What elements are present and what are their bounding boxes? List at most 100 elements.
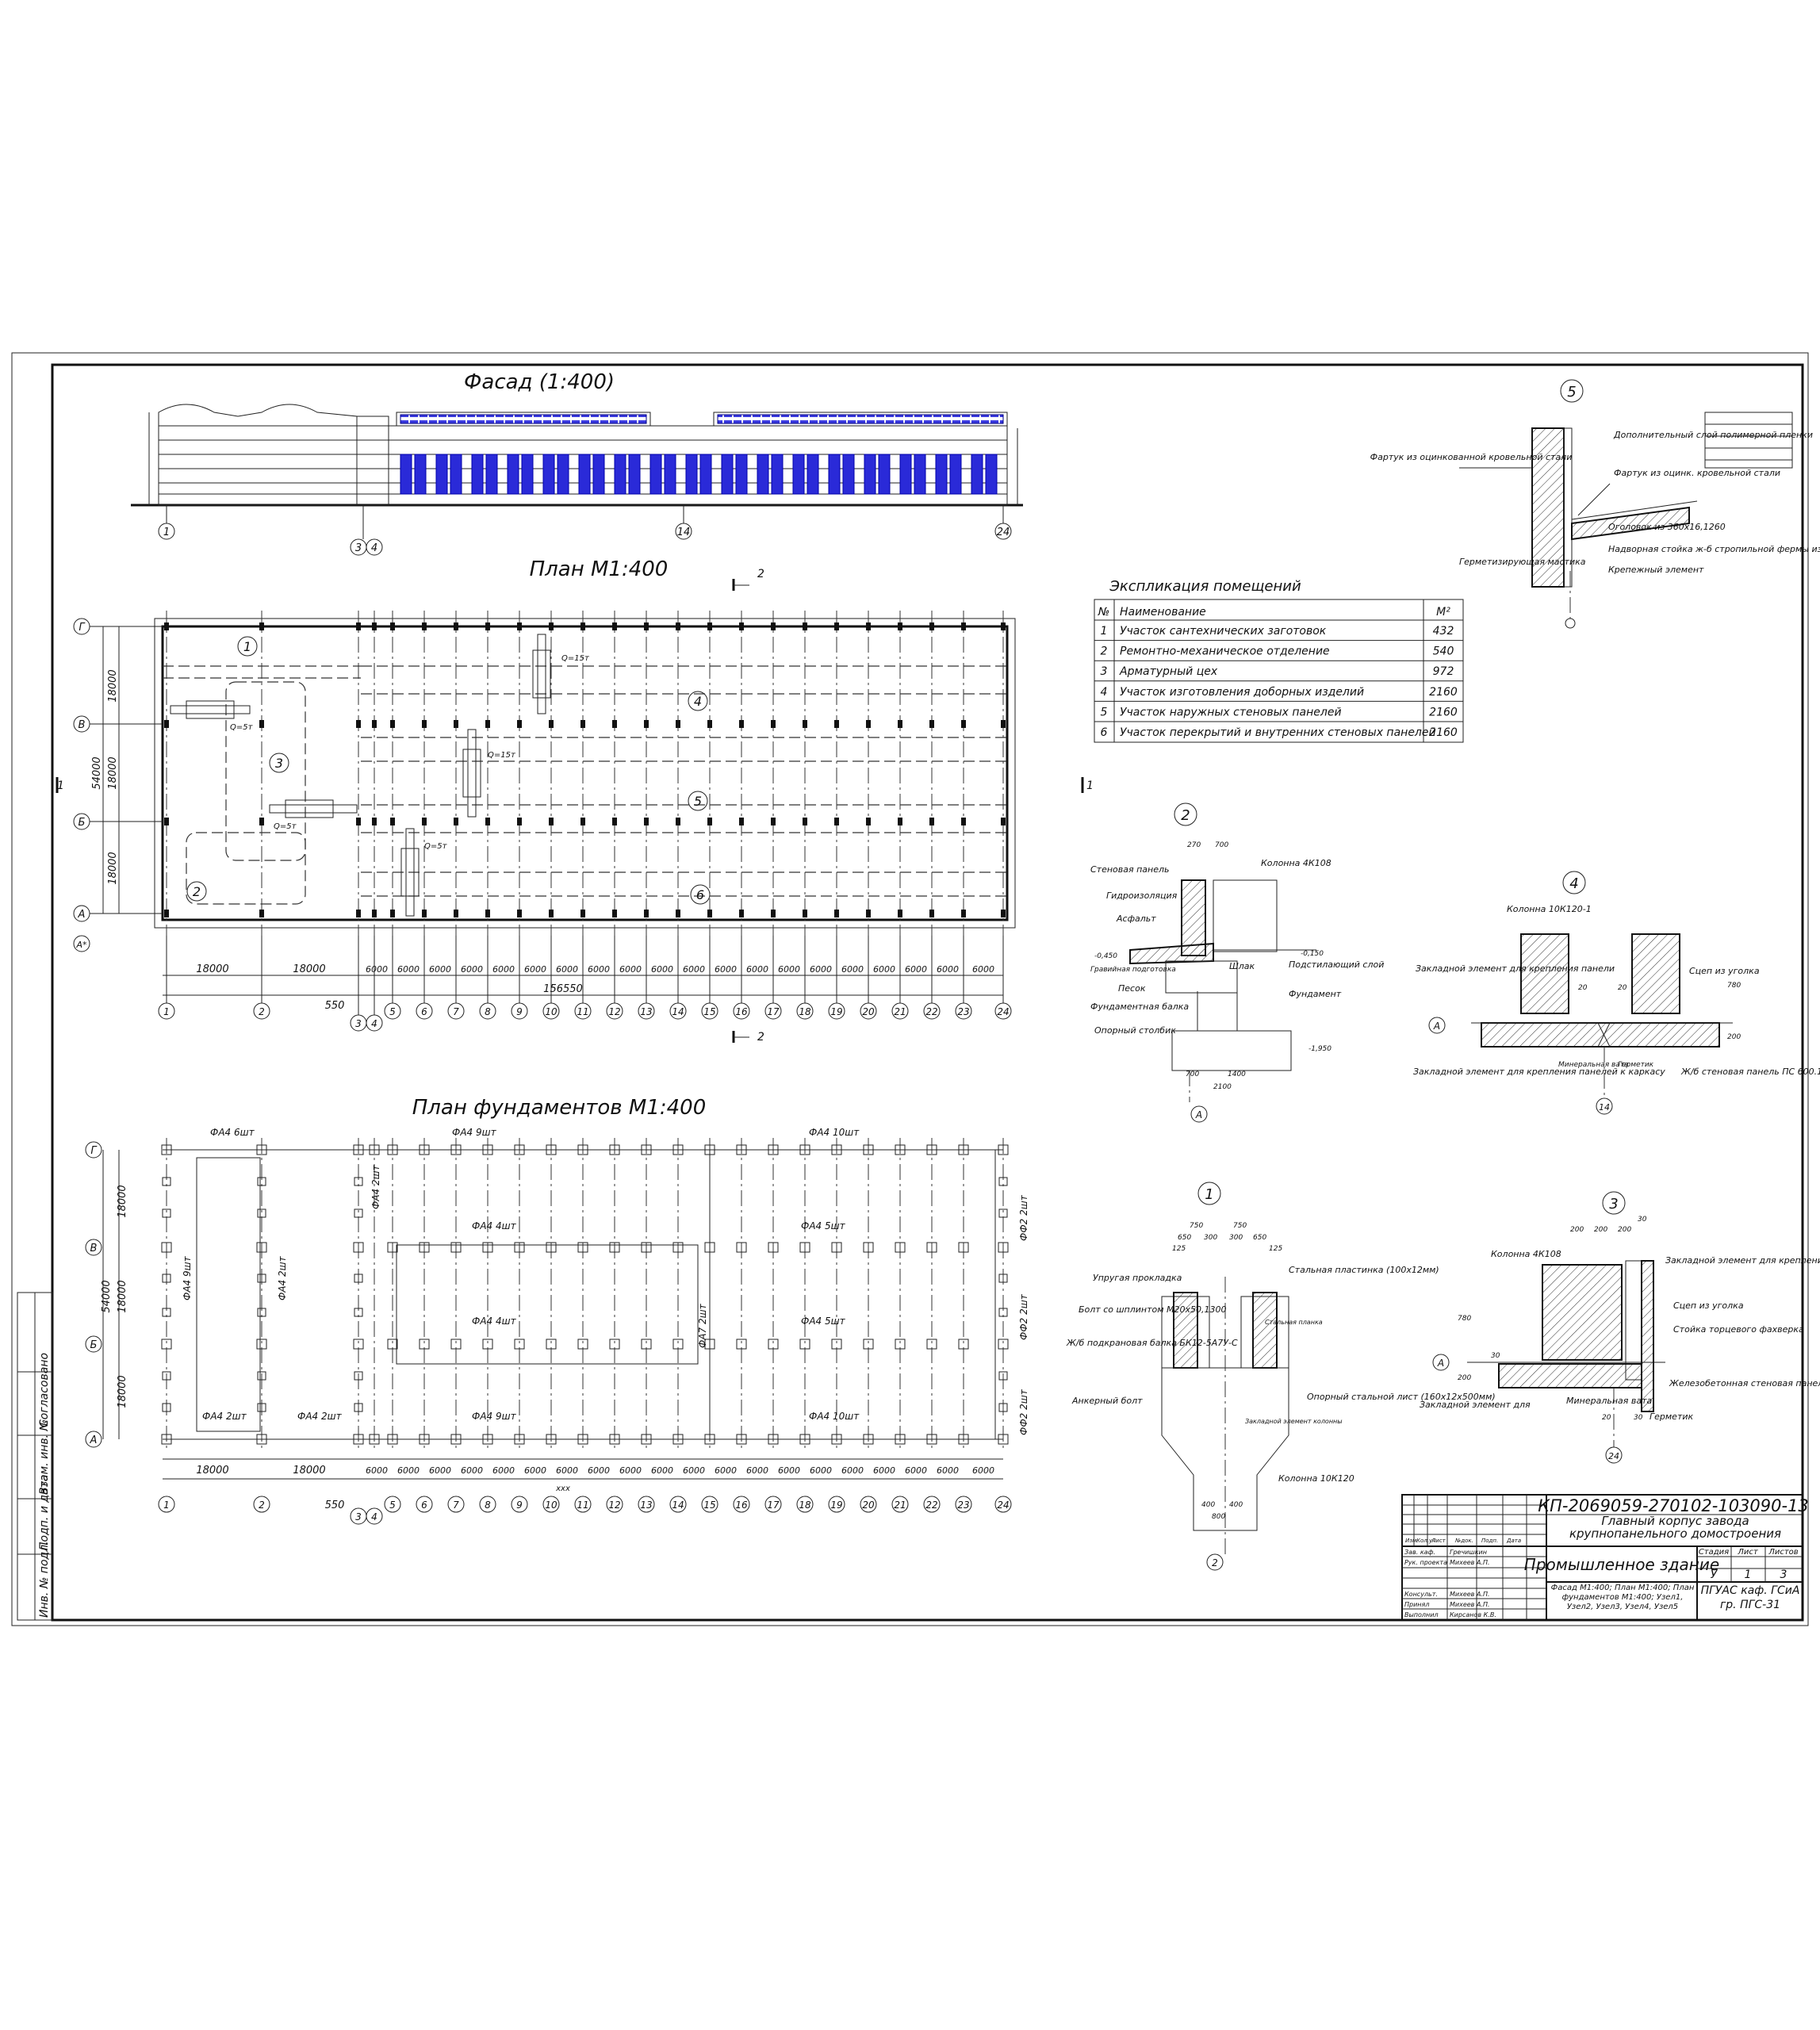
plan-axis-label: 22: [925, 1006, 937, 1017]
fnd-axis-circle: [764, 1496, 782, 1513]
node1-label-8: Стальная планка: [1265, 1319, 1323, 1326]
plan-column: [866, 622, 871, 630]
plan-axis-label: 2: [259, 1006, 265, 1017]
plan-column: [834, 622, 839, 630]
plan-column: [739, 622, 744, 630]
node1-dim-5: 650: [1253, 1234, 1266, 1242]
stamp-sheet: 1: [1745, 1568, 1752, 1581]
plan-dim-6000: 6000: [492, 964, 515, 975]
facade-window: [864, 454, 876, 495]
node1-dim-6: 125: [1172, 1245, 1186, 1253]
stamp-col-0: Изм.: [1405, 1538, 1418, 1544]
fnd-footing: [998, 1403, 1008, 1412]
fnd-dim-6000: 6000: [492, 1465, 515, 1476]
fnd-dim-6000: 6000: [366, 1465, 388, 1476]
plan-column: [356, 818, 361, 825]
plan: План М1:400 2 2 1 1: [56, 557, 1094, 1044]
fnd-vdim-3: 18000: [117, 1375, 128, 1408]
plan-column: [454, 818, 458, 825]
fnd-axis-circle: [606, 1496, 623, 1513]
fnd-footing: [354, 1177, 363, 1186]
node4-axis-a: А: [1433, 1021, 1440, 1032]
node5-label-1: Дополнительный слой полимерной пленки: [1613, 430, 1813, 440]
plan-axis-label: 21: [894, 1006, 906, 1017]
expl-row-area: 2160: [1429, 706, 1458, 718]
plan-cranes: Q=15т Q=5т Q=15т Q=5т Q=5т: [170, 634, 590, 917]
plan-column: [929, 720, 934, 728]
fnd-axis-circle: [384, 1496, 401, 1513]
fnd-axis-label: 4: [371, 1511, 377, 1522]
stamp-person-4: Кирсанов К.В.: [1450, 1611, 1496, 1618]
fnd-footing: [998, 1208, 1008, 1218]
node2-label-2: Асфальт: [1116, 914, 1156, 924]
fnd-footing: [482, 1242, 493, 1253]
fnd-dim-6000: 6000: [651, 1465, 673, 1476]
plan-column: [549, 818, 554, 825]
plan-row-v: В: [79, 719, 86, 731]
fnd-axis-circle: [479, 1496, 496, 1513]
fnd-mark-1: ФА4 9шт: [452, 1127, 497, 1138]
fnd-dim-6000: 6000: [873, 1465, 895, 1476]
stamp-org: ПГУАС каф. ГСиА гр. ПГС-31: [1700, 1584, 1800, 1611]
fnd-axis-label: 8: [485, 1500, 491, 1511]
plan-column: [676, 720, 680, 728]
stamp-col-1: Кол.уч.: [1416, 1538, 1437, 1544]
crane-label-4: Q=5т: [274, 822, 297, 831]
facade-window: [592, 454, 605, 495]
fnd-dim-6000: 6000: [715, 1465, 737, 1476]
plan-column: [834, 720, 839, 728]
node1-label-7: Закладной элемент колонны: [1245, 1418, 1343, 1425]
plan-column: [422, 910, 427, 917]
node3-dim-1: 200: [1594, 1226, 1607, 1234]
facade-title: Фасад (1:400): [464, 370, 615, 394]
zone-2: 2: [193, 884, 201, 899]
plan-column: [771, 622, 776, 630]
fnd-row-a: А: [90, 1434, 98, 1446]
fnd-footing: [387, 1339, 398, 1350]
fnd-dim-6000: 6000: [905, 1465, 927, 1476]
stamp-sheet-h: Лист: [1737, 1548, 1759, 1557]
zone-4: 4: [694, 694, 702, 709]
fnd-footing: [162, 1403, 171, 1412]
expl-row-name: Участок изготовления доборных изделий: [1120, 686, 1364, 699]
plan-axis-label: 23: [957, 1006, 969, 1017]
plan-dim-6000: 6000: [461, 964, 483, 975]
fnd-footing: [353, 1242, 364, 1253]
plan-section-mark-top: 2: [732, 568, 764, 591]
facade-window: [699, 454, 712, 495]
fnd-mark-3: ФА4 4шт: [472, 1220, 517, 1231]
node2-label-10: Фундамент: [1289, 989, 1342, 999]
stamp-stage: У: [1711, 1568, 1718, 1581]
node5-label-5: Крепежный элемент: [1608, 565, 1704, 575]
fnd-mark-5: ФА4 4шт: [472, 1316, 517, 1327]
fnd-mark-8: ФА4 2шт: [297, 1411, 343, 1422]
plan-dim-6000: 6000: [397, 964, 420, 975]
zone-1: 1: [243, 639, 251, 654]
plan-column: [390, 910, 395, 917]
plan-column: [390, 622, 395, 630]
plan-axis-label: 4: [371, 1018, 377, 1029]
plan-column: [961, 720, 966, 728]
fnd-mark-16: ФФ2 2шт: [1018, 1293, 1029, 1340]
fnd-mark-12: ФА4 2шт: [277, 1255, 288, 1300]
plan-column: [929, 818, 934, 825]
plan-section-label-left: 1: [57, 779, 64, 792]
node5-label-6: Герметизирующая мастика: [1459, 557, 1586, 567]
fnd-dim-total: xxx: [555, 1484, 570, 1493]
facade-window: [771, 454, 784, 495]
plan-column: [549, 910, 554, 917]
node4-label-0: Колонна 10К120-1: [1507, 904, 1592, 914]
fnd-axis-circle: [923, 1496, 941, 1513]
plan-axis-circle: [574, 1002, 592, 1020]
expl-row-area: 972: [1433, 665, 1454, 678]
fnd-axis-label: 2: [259, 1500, 265, 1511]
node1-dim-7: 125: [1269, 1245, 1282, 1253]
fnd-axis-label: 14: [672, 1500, 684, 1511]
plan-column: [259, 818, 264, 825]
plan-column: [164, 720, 169, 728]
facade-window: [914, 454, 926, 495]
node4-label-6: Ж/б стеновая панель ПС 600.18.20.: [1680, 1067, 1820, 1077]
fnd-footing: [256, 1242, 267, 1253]
